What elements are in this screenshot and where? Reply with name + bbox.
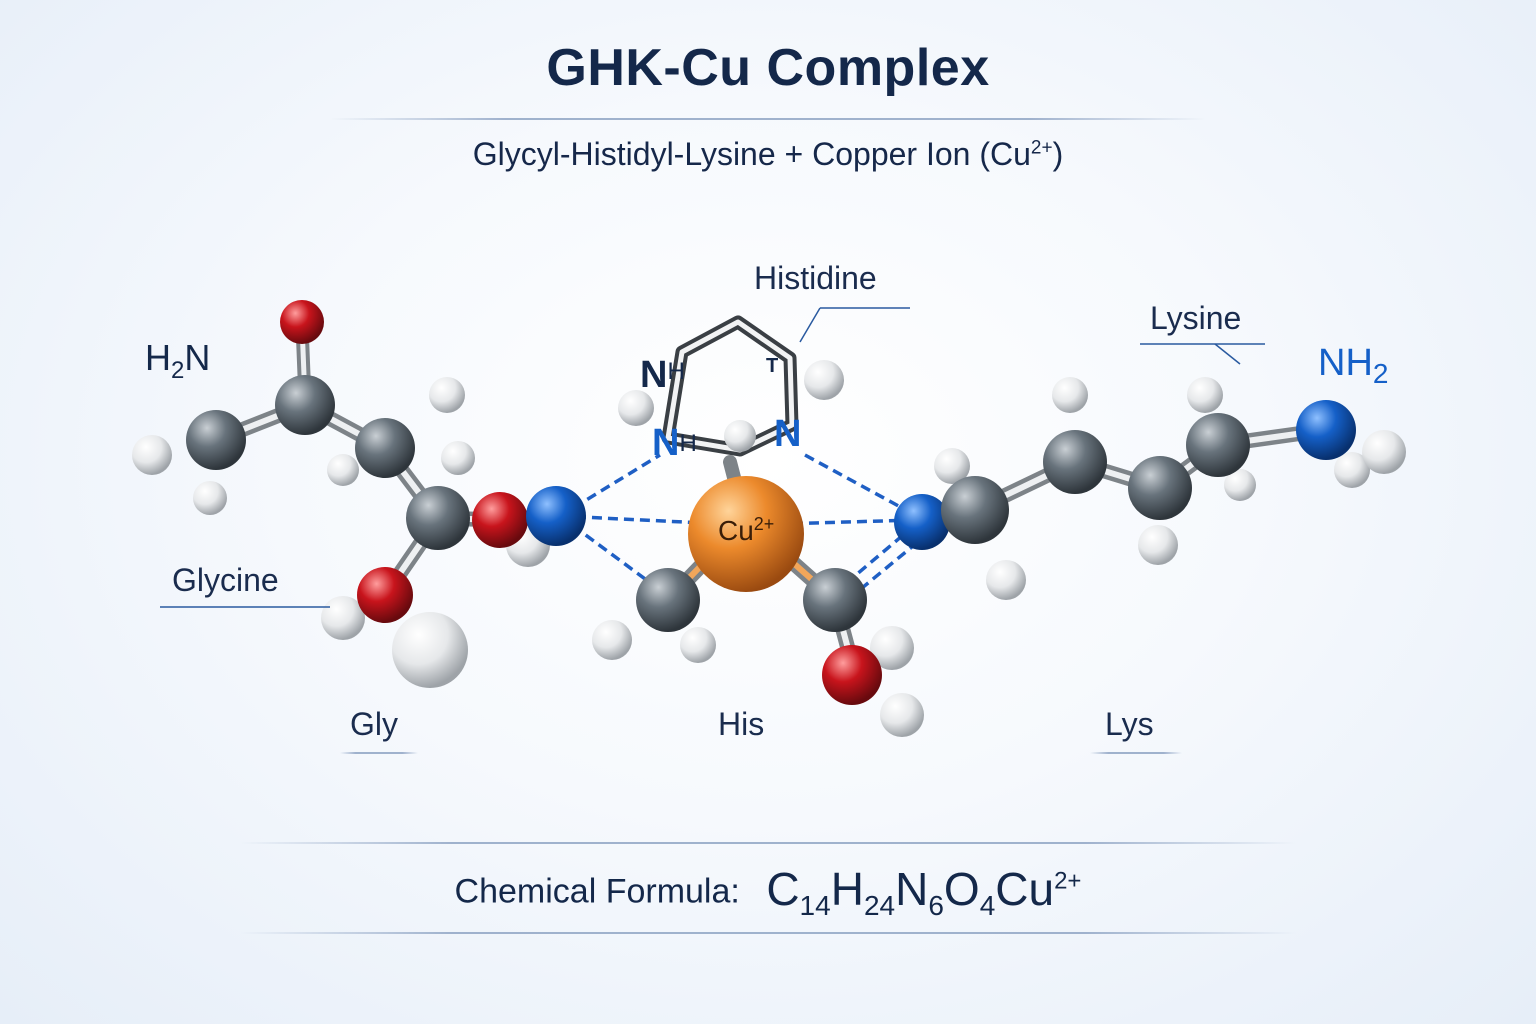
h2n-left-label: H2N [145,337,210,384]
hydrogen-atom [680,627,716,663]
hydrogen-atom [1334,452,1370,488]
gly-underline [340,752,418,754]
lysine-leader [1214,343,1241,365]
histidine-leader [799,307,821,343]
subtitle-text: Glycyl-Histidyl-Lysine + Copper Ion (Cu [472,136,1031,172]
lysine-label: Lysine [1150,300,1242,336]
hydrogen-atom [1224,469,1256,501]
formula-top-divider [240,842,1296,844]
oxygen-atom [357,567,413,623]
coordination-bond [744,518,916,527]
hydrogen-atom [327,454,359,486]
carbon-atom [1128,456,1192,520]
chemical-formula: Chemical Formula: C14H24N6O4Cu2+ [0,862,1536,922]
hydrogen-atom [1052,377,1088,413]
page-title: GHK-Cu Complex [546,39,990,97]
hydrogen-atom [1138,525,1178,565]
atom-labels: H2N NH2 NH NH T N Cu2+ [145,337,1388,546]
ring-nitrogen-2: NH [652,422,697,464]
copper-label: Cu2+ [718,514,774,546]
hydrogen-atom [392,612,468,688]
hydrogen-atom [804,360,844,400]
copper-atom [688,476,804,592]
imidazole-ring-highlight [665,319,795,453]
hydrogen-atom [441,441,475,475]
ring-t-label: T [766,355,778,377]
his-label: His [718,706,765,742]
lys-underline [1090,752,1182,754]
hydrogen-atom [193,481,227,515]
hydrogen-atom [1187,377,1223,413]
hydrogen-atom [618,390,654,426]
carbon-atom [186,410,246,470]
oxygen-atom [472,492,528,548]
hydrogen-atom [724,420,756,452]
carbon-atom [941,476,1009,544]
nitrogen-atom [894,494,950,550]
leader-lines [160,307,1265,608]
carbon-atom [275,375,335,435]
hydrogen-atom [986,560,1026,600]
carbon-atom [1043,430,1107,494]
nitrogen-atom [1296,400,1356,460]
title-divider [330,118,1206,120]
hydrogen-atom [321,596,365,640]
oxygen-atom [822,645,882,705]
hydrogen-atom [429,377,465,413]
formula-label: Chemical Formula: [454,872,740,911]
subtitle-close: ) [1052,136,1064,172]
oxygen-atom [280,300,324,344]
formula-value: C14H24N6O4Cu2+ [766,863,1082,922]
glycine-label: Glycine [172,562,279,598]
carbon-atom [406,486,470,550]
hydrogen-atom [870,626,914,670]
nitrogen-atom [526,486,586,546]
carbon-atom [1186,413,1250,477]
lys-label: Lys [1105,706,1154,742]
coordination-bond [848,523,917,582]
hydrogen-atom [1362,430,1406,474]
hydrogen-atom [934,448,970,484]
formula-bottom-divider [240,932,1296,934]
hydrogen-atom [132,435,172,475]
carbon-atom [636,568,700,632]
gly-label: Gly [350,706,398,742]
hydrogen-atom [592,620,632,660]
carbon-atom [803,568,867,632]
ring-nitrogen-1: NH [640,354,685,396]
nh2-right-label: NH2 [1318,342,1388,389]
carbon-atom [355,418,415,478]
coordination-bond [860,530,932,590]
ring-nitrogen-3: N [774,413,801,455]
histidine-label: Histidine [754,260,877,296]
hydrogen-atom [880,693,924,737]
atoms [132,300,1406,737]
subtitle-charge: 2+ [1030,137,1053,159]
subtitle: Glycyl-Histidyl-Lysine + Copper Ion (Cu2… [0,136,1536,173]
histidine-ring [618,315,844,457]
coordination-bond [804,453,916,517]
